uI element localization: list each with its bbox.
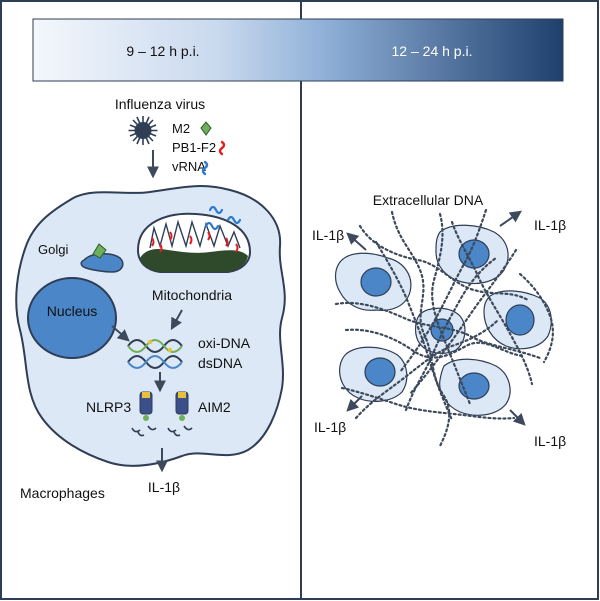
aim2-inflammasome-icon	[167, 391, 193, 437]
extracellular-dna-label: Extracellular DNA	[373, 192, 484, 208]
il1b-label-bottom-right: IL-1β	[534, 433, 566, 449]
nucleus-label: Nucleus	[47, 303, 98, 319]
aim2-label: AIM2	[198, 399, 231, 415]
cell-nucleus	[364, 357, 396, 387]
pb1f2-label: PB1-F2	[172, 140, 216, 155]
cell-nucleus	[430, 318, 454, 342]
golgi-m2-icon	[92, 243, 107, 259]
vrna-label: vRNA	[172, 159, 206, 174]
nucleus-organelle	[27, 277, 117, 359]
dsdna-helix-icon	[127, 355, 183, 369]
nucleus-to-dna-arrow	[111, 325, 130, 342]
golgi-organelle	[80, 253, 124, 273]
golgi-label: Golgi	[38, 242, 68, 257]
il1b-label-bottom-left: IL-1β	[314, 419, 346, 435]
il1b-label-top-left: IL-1β	[312, 227, 344, 243]
il1b-arrow-top-left	[346, 232, 367, 251]
nlrp3-inflammasome-icon	[131, 391, 157, 437]
il1b-label-top-right: IL-1β	[534, 217, 566, 233]
m2-label: M2	[172, 121, 190, 136]
oxi-dna-helix-icon	[127, 339, 183, 353]
il1b-output-label: IL-1β	[148, 479, 180, 495]
dsdna-label: dsDNA	[198, 355, 243, 371]
vrna-squiggles	[204, 205, 242, 231]
macrophages-label: Macrophages	[20, 485, 105, 501]
cell-nucleus	[360, 267, 392, 297]
il1b-arrow-top-right	[499, 210, 522, 227]
oxi-dna-label: oxi-DNA	[198, 335, 251, 351]
cell-nucleus	[505, 304, 535, 336]
cell-nucleus	[458, 372, 490, 400]
dying-cell-nuclei	[360, 239, 535, 400]
pb1f2-icon	[218, 140, 226, 156]
mitochondria-organelle	[136, 212, 252, 273]
timeline-bar	[32, 18, 564, 82]
timeline-left-label: 9 – 12 h p.i.	[126, 43, 199, 59]
mito-to-dna-arrow	[170, 309, 183, 331]
influenza-virus-label: Influenza virus	[115, 96, 205, 112]
extracellular-dna-strands	[334, 208, 554, 448]
virus-particle-icon	[128, 116, 158, 145]
timeline-right-label: 12 – 24 h p.i.	[392, 43, 473, 59]
vrna-icon	[201, 160, 209, 176]
mitochondria-label: Mitochondria	[152, 287, 232, 303]
m2-icon	[200, 121, 212, 136]
il1b-arrow-bottom-left	[346, 395, 363, 412]
nlrp3-label: NLRP3	[86, 399, 131, 415]
il1b-arrow-bottom-right	[509, 409, 526, 426]
